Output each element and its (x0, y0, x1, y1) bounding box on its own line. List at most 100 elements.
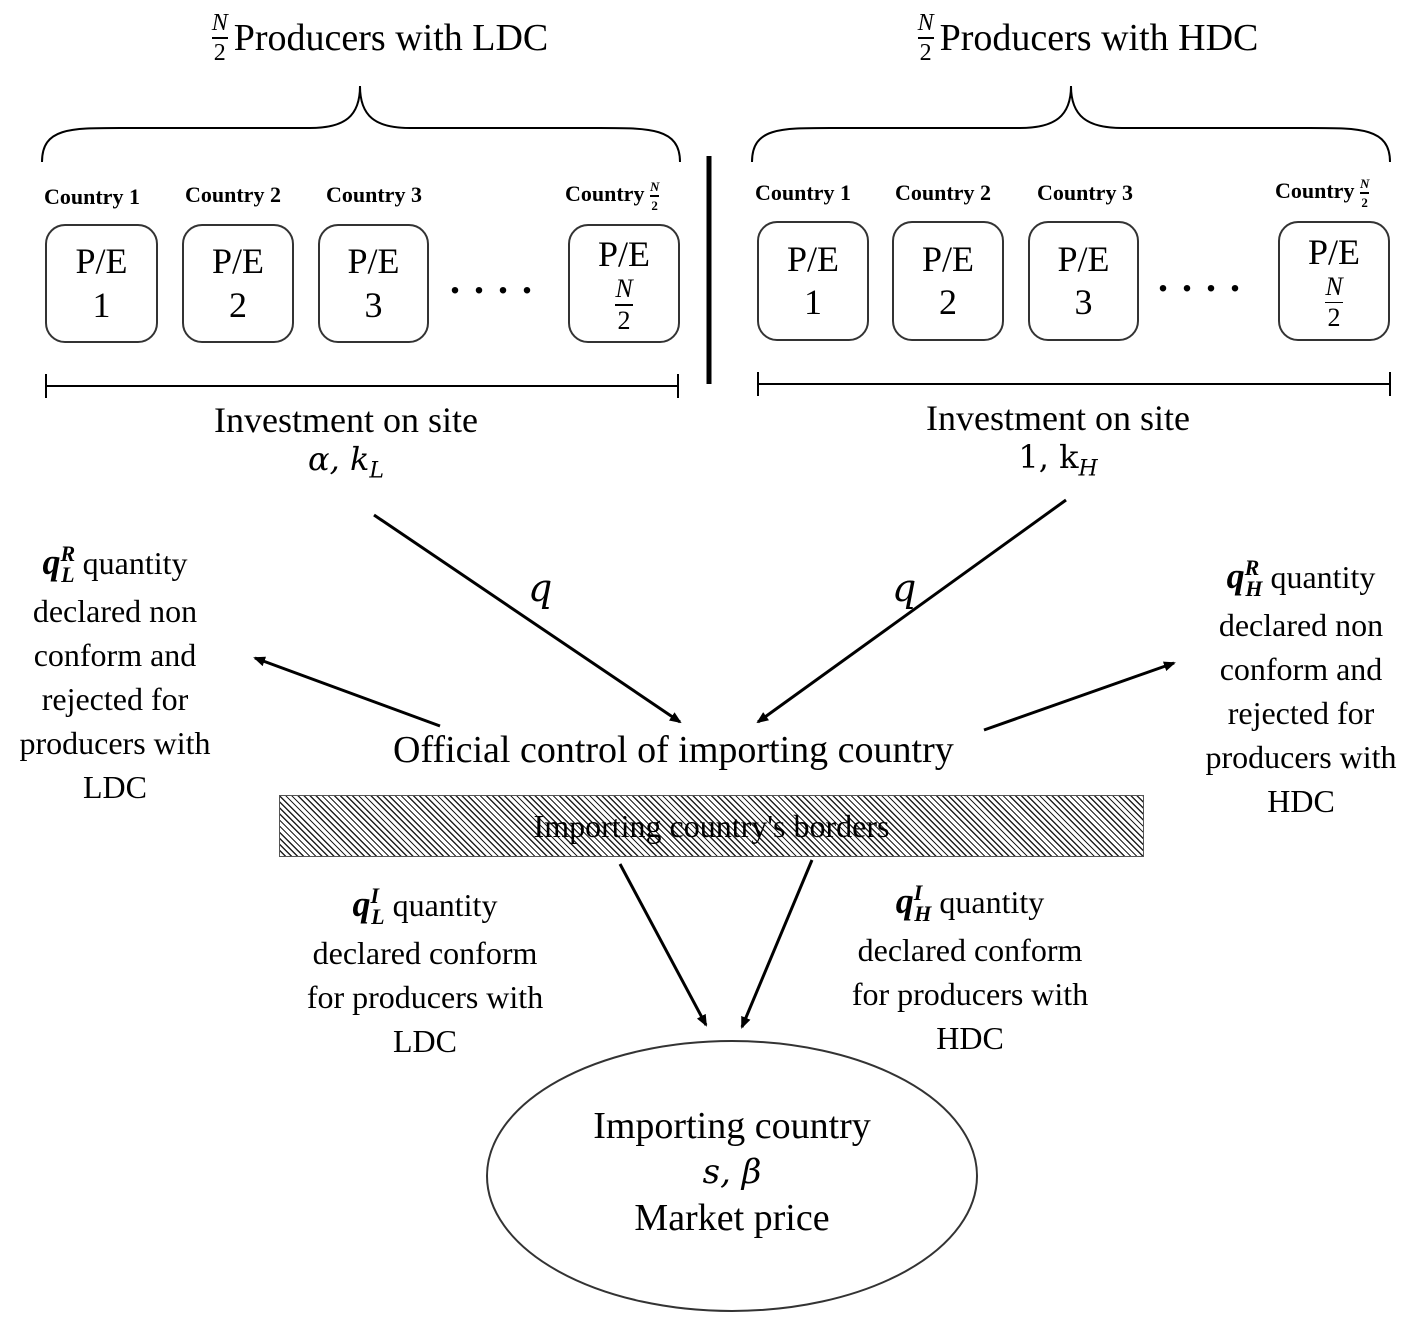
conform-right-quantity: quantity (931, 884, 1045, 920)
conform-left-quantity: quantity (384, 887, 498, 923)
symbol-subscript: L (371, 904, 385, 930)
pe-label: P/E (1307, 231, 1360, 272)
right-country-1-label: Country 1 (755, 180, 851, 205)
right-investment-params: 1, kH (858, 439, 1258, 482)
market-price-label: Market price (634, 1197, 830, 1240)
fraction-numerator: N (211, 10, 228, 37)
conform-left-symbol: qIL (352, 883, 385, 929)
right-group-title: N 2 Producers with HDC (858, 8, 1318, 68)
pe-fraction: N 2 (1325, 273, 1343, 332)
importing-borders-label: Importing country's borders (533, 807, 890, 844)
rejected-right-line-5: producers with (1205, 738, 1397, 775)
params-text: 1, k (1018, 438, 1079, 477)
rejected-left-line-3: conform and (33, 637, 197, 674)
rejected-right-line-6: HDC (1267, 782, 1335, 819)
rejected-left-line-6: LDC (83, 768, 147, 805)
right-span-line (757, 372, 1391, 396)
left-pe-box-1: P/E 1 (45, 224, 158, 343)
rejected-left-text: qRL quantity declared non conform and re… (0, 538, 230, 809)
country-fraction: N 2 (649, 179, 660, 213)
country-label-text: Country (1275, 177, 1355, 203)
conform-left-line-2: declared conform (312, 935, 538, 972)
params-subscript: L (369, 458, 384, 484)
arrow-right-investment-to-control (756, 498, 1067, 724)
right-investment-block: Investment on site 1, kH (858, 398, 1258, 482)
fraction-numerator: N (1359, 176, 1370, 191)
symbol-base: q (42, 542, 61, 582)
right-group-title-text: Producers with HDC (939, 17, 1259, 59)
symbol-subscript: H (1245, 576, 1263, 602)
left-pe-box-2: P/E 2 (182, 224, 294, 343)
right-pe-box-2: P/E 2 (892, 221, 1004, 341)
fraction-numerator: N (649, 179, 660, 194)
conform-right-line-4: HDC (936, 1019, 1004, 1056)
symbol-superscript: I (913, 880, 923, 905)
fraction-numerator: N (615, 274, 633, 304)
params-text: α, k (308, 440, 370, 479)
importing-country-ellipse (486, 1040, 978, 1312)
rejected-left-line-5: producers with (19, 724, 211, 761)
conform-right-text: qIH quantity declared conform for produc… (820, 877, 1120, 1061)
right-title-fraction: N 2 (917, 11, 934, 66)
symbol-base: q (1226, 556, 1245, 596)
pe-index: 1 (92, 284, 111, 325)
importing-country-title: Importing country (593, 1105, 871, 1147)
country-fraction: N 2 (1359, 176, 1370, 209)
symbol-base: q (352, 884, 371, 924)
right-country-last-label: Country N 2 (1275, 176, 1370, 209)
pe-label: P/E (597, 234, 650, 275)
rejected-right-symbol: qRH (1226, 555, 1263, 601)
left-investment-params: α, kL (146, 441, 546, 484)
left-span-line (45, 374, 679, 398)
right-flow-q-label: q (892, 566, 917, 610)
left-country-3-label: Country 3 (326, 182, 422, 207)
conform-right-symbol: qIH (895, 880, 932, 926)
pe-index: 2 (229, 284, 247, 325)
left-group-brace (41, 85, 681, 163)
right-country-2-label: Country 2 (895, 180, 991, 205)
arrow-control-to-rejected-right (983, 661, 1176, 732)
rejected-left-quantity: quantity (74, 545, 188, 581)
conform-right-line-3: for producers with (851, 976, 1089, 1013)
right-pe-box-last: P/E N 2 (1278, 221, 1390, 341)
left-title-fraction: N 2 (211, 10, 228, 65)
symbol-subscript: L (61, 562, 75, 588)
right-pe-box-3: P/E 3 (1028, 221, 1139, 341)
left-country-2-label: Country 2 (185, 182, 281, 207)
symbol-superscript: R (60, 541, 76, 566)
right-ellipsis-dots: .... (1158, 255, 1254, 300)
left-country-1-label: Country 1 (44, 184, 140, 209)
right-group-brace (751, 85, 1391, 163)
importing-country-params: s, β (702, 1151, 762, 1192)
pe-fraction: N 2 (615, 274, 633, 334)
pe-label: P/E (921, 238, 974, 279)
pe-index: 2 (939, 282, 957, 322)
rejected-right-line-4: rejected for (1227, 694, 1375, 731)
left-flow-q-label: q (528, 566, 553, 610)
pe-index: 3 (364, 284, 383, 325)
conform-left-line-4: LDC (393, 1022, 457, 1059)
pe-label: P/E (786, 238, 839, 279)
left-pe-box-last: P/E N 2 (568, 224, 680, 343)
right-pe-box-1: P/E 1 (757, 221, 869, 341)
fraction-denominator: 2 (919, 39, 932, 66)
arrow-border-to-market-left (618, 863, 708, 1027)
rejected-right-text: qRH quantity declared non conform and re… (1186, 552, 1416, 823)
left-country-last-label: Country N 2 (565, 179, 660, 213)
rejected-left-line-1: qRL quantity (0, 538, 230, 590)
country-label-text: Country (565, 180, 645, 206)
right-investment-label: Investment on site (926, 398, 1190, 438)
rejected-left-symbol: qRL (42, 541, 76, 587)
symbol-base: q (895, 881, 914, 921)
fraction-denominator: 2 (651, 197, 658, 213)
arrow-border-to-market-right (740, 859, 814, 1029)
arrow-left-investment-to-control (373, 513, 682, 724)
pe-index: 3 (1074, 282, 1093, 322)
rejected-right-line-1: qRH quantity (1186, 552, 1416, 604)
arrow-control-to-rejected-left (253, 656, 441, 728)
pe-label: P/E (1057, 238, 1110, 279)
params-subscript: H (1078, 456, 1098, 482)
symbol-subscript: H (914, 901, 932, 927)
left-group-title: N 2 Producers with LDC (150, 8, 610, 68)
